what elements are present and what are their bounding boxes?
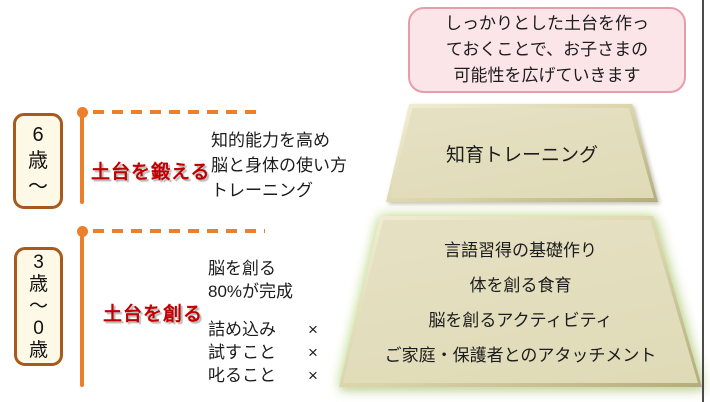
note-box: しっかりとした土台を作っ ておくことで、お子さまの 可能性を広げていきます (408, 7, 686, 93)
timeline-vline-older (80, 112, 84, 204)
dont-item: 試すこと × (208, 341, 318, 364)
phase-label-build-foundation: 土台を創る (103, 304, 204, 325)
trapezoid-older-stage: 知育トレーニング (386, 104, 658, 202)
dont-item-label: 詰め込み (208, 320, 276, 339)
timeline-dashed-line-younger (93, 229, 265, 233)
trapezoid-younger-stage: 言語習得の基礎作り 体を創る食育 脳を創るアクティビティ ご家庭・保護者とのアタ… (339, 216, 702, 387)
age-box-0-to-3: 3 歳 〜 0 歳 (14, 247, 63, 366)
trapezoid-older-label: 知育トレーニング (445, 144, 598, 166)
trapezoid-younger-lines: 言語習得の基礎作り 体を創る食育 脳を創るアクティビティ ご家庭・保護者とのアタ… (384, 241, 657, 365)
trapezoid-face (390, 108, 654, 198)
slide-right-border (702, 0, 704, 402)
description-younger-stage: 脳を創る 80%が完成 (208, 259, 294, 301)
age-box-6-and-up: 6 歳 〜 (13, 113, 63, 209)
trapezoid-face (343, 220, 698, 383)
cross-mark: × (308, 366, 318, 385)
timeline-vline-younger (80, 231, 84, 387)
phase-label-train-foundation: 土台を鍛える (91, 162, 211, 183)
dont-item-label: 叱ること (208, 366, 276, 385)
dont-list: 詰め込み × 試すこと × 叱ること × (208, 318, 318, 387)
cross-mark: × (308, 343, 318, 362)
dont-item: 叱ること × (208, 364, 318, 387)
timeline-dashed-line-older (93, 110, 258, 114)
dont-item-label: 試すこと (208, 343, 276, 362)
description-older-stage: 知的能力を高め 脳と身体の使い方 トレーニング (211, 131, 347, 200)
cross-mark: × (308, 320, 318, 339)
dont-item: 詰め込み × (208, 318, 318, 341)
